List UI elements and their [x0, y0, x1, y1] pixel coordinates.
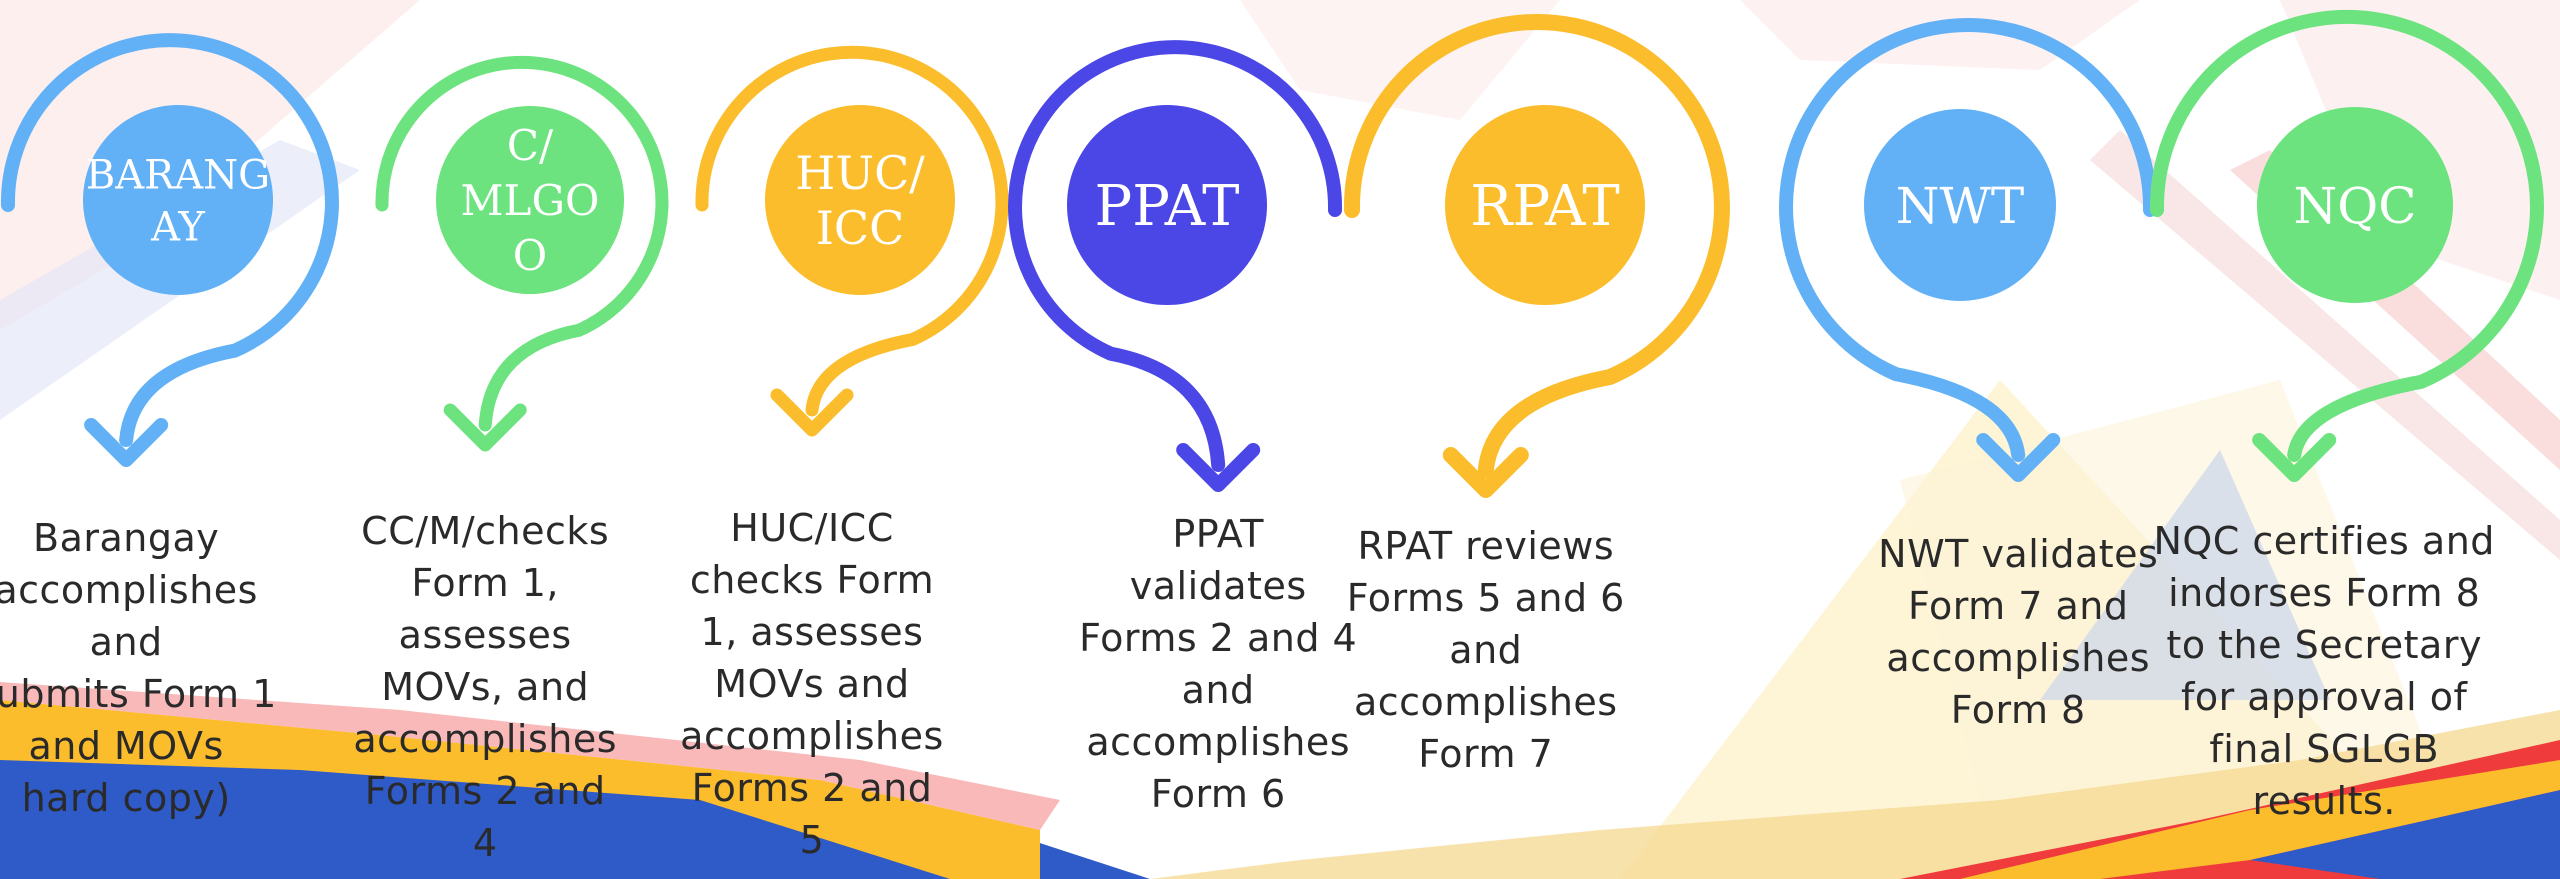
description-line: checks Form [689, 558, 935, 602]
stage-name: O [513, 231, 547, 280]
description-line: Form 8 [1950, 688, 2086, 732]
description-line: and [1449, 628, 1523, 672]
stage-description: Barangay accomplishes and submits Form 1 and… [0, 512, 277, 824]
description-line: Form 7 [1418, 732, 1554, 776]
description-line: CC/M/checks [361, 509, 610, 553]
description-line: Forms 2 and [364, 769, 606, 813]
stage-step: RPAT [1343, 13, 1730, 498]
stage-circle [1445, 105, 1645, 305]
description-line: accomplishes [0, 568, 258, 612]
flow-arc [0, 33, 339, 447]
description-line: NWT validates [1878, 532, 2159, 576]
chevron-down-icon [1442, 447, 1529, 498]
flow-arc [1343, 13, 1730, 478]
description-line: and MOVs [28, 724, 224, 768]
flow-arc [695, 45, 1009, 417]
description-line: accomplishes [1886, 636, 2151, 680]
description-line: RPAT reviews [1357, 524, 1615, 568]
stage-step: C/MLGO O [375, 55, 669, 452]
chevron-down-icon [770, 388, 854, 437]
chevron-down-icon [1176, 443, 1261, 492]
stage-step: NQC [2149, 9, 2544, 482]
description-line: Forms 5 and 6 [1346, 576, 1625, 620]
stage-circle [2257, 107, 2453, 303]
stage-step: BARANG AY [0, 33, 339, 467]
stage-circle [765, 105, 955, 295]
stage-step: NWT [1779, 18, 2158, 482]
description-line: 4 [472, 821, 498, 865]
description-line: accomplishes [1353, 680, 1618, 724]
description-line: 5 [799, 818, 825, 862]
description-line: validates [1129, 564, 1307, 608]
stage-step: HUC/ICC [695, 45, 1009, 437]
description-line: PPAT [1172, 512, 1265, 556]
description-line: final SGLGB [2209, 727, 2440, 771]
description-line: Form 6 [1150, 772, 1286, 816]
description-line: HUC/ICC [730, 506, 894, 550]
chevron-down-icon [1976, 433, 2061, 482]
flow-arc [375, 55, 669, 432]
description-line: Barangay [33, 516, 220, 560]
description-line: hard copy) [21, 776, 231, 820]
stage-name: HUC/ [795, 146, 925, 200]
description-line: assesses [398, 613, 572, 657]
description-line: indorses Form 8 [2168, 571, 2481, 615]
description-line: Form 1, [411, 561, 559, 605]
flow-arc [1779, 18, 2158, 462]
description-line: Form 7 and [1907, 584, 2129, 628]
stage-circle [1864, 109, 2056, 301]
stage-name: ICC [816, 201, 905, 255]
chevron-down-icon [84, 418, 169, 467]
chevron-down-icon [443, 403, 527, 452]
stage-name: NWT [1896, 177, 2025, 235]
description-line: Forms 2 and [691, 766, 933, 810]
description-line: accomplishes [680, 714, 944, 758]
stage-step: PPAT [1008, 40, 1343, 492]
description-line: MOVs and [714, 662, 910, 706]
stage-name: MLGO [461, 176, 600, 225]
chevron-down-icon [2252, 433, 2337, 482]
description-line: MOVs, and [381, 665, 590, 709]
description-line: NQC certifies and [2153, 519, 2495, 563]
flow-arc [1008, 40, 1343, 472]
stage-name: PPAT [1095, 174, 1240, 239]
stage-circle [83, 105, 273, 295]
description-line: Forms 2 and 4 [1079, 616, 1358, 660]
stage-circle [436, 106, 624, 294]
description-line: and [89, 620, 163, 664]
description-line: accomplishes [353, 717, 618, 761]
description-line: submits Form 1 [0, 672, 277, 716]
description-line: 1, assesses [700, 610, 924, 654]
stage-circle [1067, 105, 1267, 305]
stage-description: NQC certifies and indorses Form 8 to the S… [2153, 515, 2494, 827]
description-line: for approval of [2180, 675, 2468, 719]
description-line: results. [2252, 779, 2396, 823]
description-line: to the Secretary [2166, 623, 2482, 667]
description-line: accomplishes [1086, 720, 1351, 764]
flow-arc [2149, 9, 2544, 462]
description-line: and [1181, 668, 1255, 712]
stage-name: AY [150, 204, 205, 250]
stage-name: RPAT [1470, 174, 1619, 239]
stage-name: C/ [507, 121, 554, 170]
stage-name: NQC [2294, 177, 2417, 235]
stage-name: BARANG [86, 152, 270, 198]
